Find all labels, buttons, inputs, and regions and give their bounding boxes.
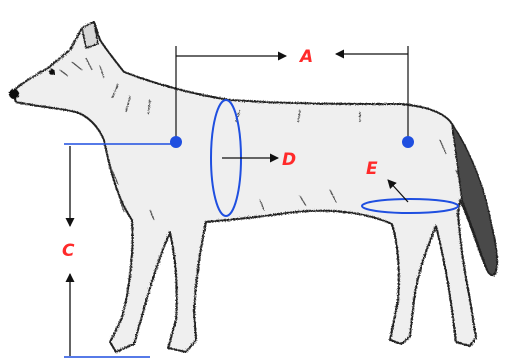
measure-a-start-dot [170,136,182,148]
dog-ear [81,20,99,49]
label-d: D [282,150,296,170]
label-c: C [62,241,75,261]
measure-a: A [170,46,414,148]
dog-body [11,21,498,353]
measure-d: D [210,99,296,217]
measure-e: E [361,159,459,214]
label-a: A [298,47,313,67]
dog-eye [49,69,55,75]
measure-e-arrow [387,179,409,203]
dog-sketch-icon [9,20,498,353]
dog-nose [9,89,19,99]
dog-tail [451,123,498,276]
measure-e-girth-ellipse [361,198,459,214]
label-e: E [366,159,378,179]
measure-c: C [62,143,176,358]
measure-a-end-dot [402,136,414,148]
